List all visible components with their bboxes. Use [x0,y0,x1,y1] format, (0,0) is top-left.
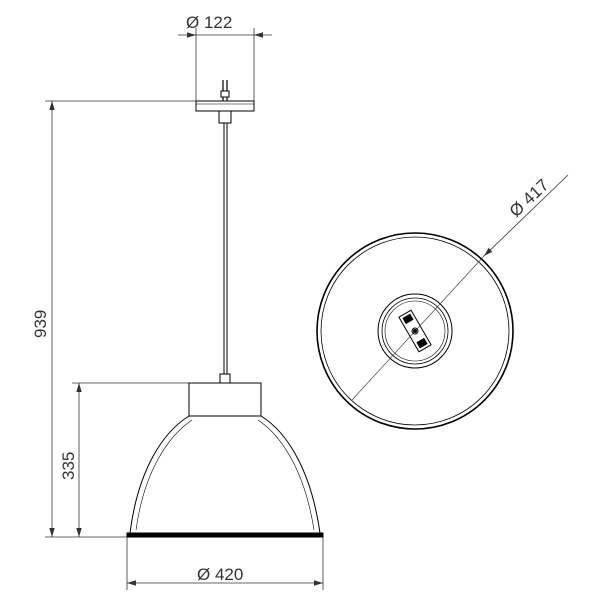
shade-outer-circle [316,232,514,430]
cable-gland [219,373,231,384]
dim-canopy-diameter: Ø 122 [186,13,232,32]
dimension-lines [45,28,324,590]
collar-circle [377,293,453,369]
canopy-plate [195,100,255,112]
shade-dome [129,415,321,534]
side-view [126,80,324,538]
dim-total-height: 939 [31,310,50,338]
shade-collar [188,382,262,417]
dim-shade-height: 335 [59,452,78,480]
shade-rim [126,532,324,538]
cable-grip [218,110,232,124]
dim-shade-diameter-side: Ø 420 [197,565,243,584]
top-view-dimension [351,174,569,401]
dim-shade-diameter-top: Ø 417 [506,175,553,220]
